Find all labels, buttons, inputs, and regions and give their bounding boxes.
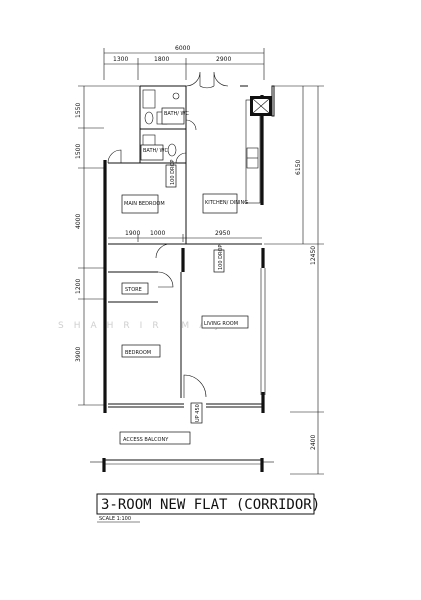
- room-access-balcony: ACCESS BALCONY: [123, 437, 169, 443]
- level-tags: 100 DROP 100 DROP UP 450: [165, 160, 225, 424]
- right-dimensions: 6150 12450 2400: [264, 85, 324, 475]
- title-block: 3-ROOM NEW FLAT (CORRIDOR) SCALE 1:100: [96, 493, 320, 523]
- watermark: SHAHRIR MAJID: [58, 321, 258, 331]
- dim-left-2: 1500: [75, 144, 82, 159]
- doors: [107, 71, 229, 398]
- dim-right-lower: 2400: [310, 435, 317, 450]
- dim-mid-1: 1900: [125, 230, 140, 237]
- room-bedroom: BEDROOM: [125, 350, 151, 356]
- room-kitchen-dining: KITCHEN/ DINING: [205, 200, 248, 206]
- top-dimensions: 6000 1300 1800 2900: [103, 45, 265, 80]
- dim-top-3: 2900: [216, 56, 231, 63]
- dim-mid-2: 1000: [150, 230, 165, 237]
- room-store: STORE: [125, 287, 142, 293]
- dim-mid-3: 2950: [215, 230, 230, 237]
- dim-total-width: 6000: [175, 45, 190, 52]
- tag-drop-2: 100 DROP: [218, 245, 224, 270]
- room-main-bedroom: MAIN BEDROOM: [124, 201, 165, 207]
- fixtures: [142, 85, 275, 204]
- dim-left-3: 4000: [75, 214, 82, 229]
- dim-left-5: 3900: [75, 347, 82, 362]
- dim-top-2: 1800: [154, 56, 169, 63]
- room-bath-wc-1: BATH/ WC: [164, 111, 189, 117]
- dim-right-upper: 6150: [295, 160, 302, 175]
- dim-top-1: 1300: [113, 56, 128, 63]
- mid-dimensions: 1900 1000 2950: [108, 230, 262, 242]
- tag-drop-3: UP 450: [195, 404, 201, 422]
- plan-scale: SCALE 1:100: [99, 516, 131, 522]
- plan-title: 3-ROOM NEW FLAT (CORRIDOR): [101, 497, 320, 513]
- room-living-room: LIVING ROOM: [204, 321, 238, 327]
- dim-right-total: 12450: [310, 246, 317, 265]
- room-bath-wc-2: BATH/ WC: [143, 148, 168, 154]
- dim-left-1: 1550: [75, 103, 82, 118]
- tag-drop-1: 100 DROP: [170, 160, 176, 185]
- walls: [90, 85, 274, 472]
- left-dimensions: 1550 1500 4000 1200 3900: [75, 85, 140, 406]
- dim-left-4: 1200: [75, 279, 82, 294]
- room-labels: BATH/ WC BATH/ WC MAIN BEDROOM KITCHEN/ …: [119, 107, 249, 445]
